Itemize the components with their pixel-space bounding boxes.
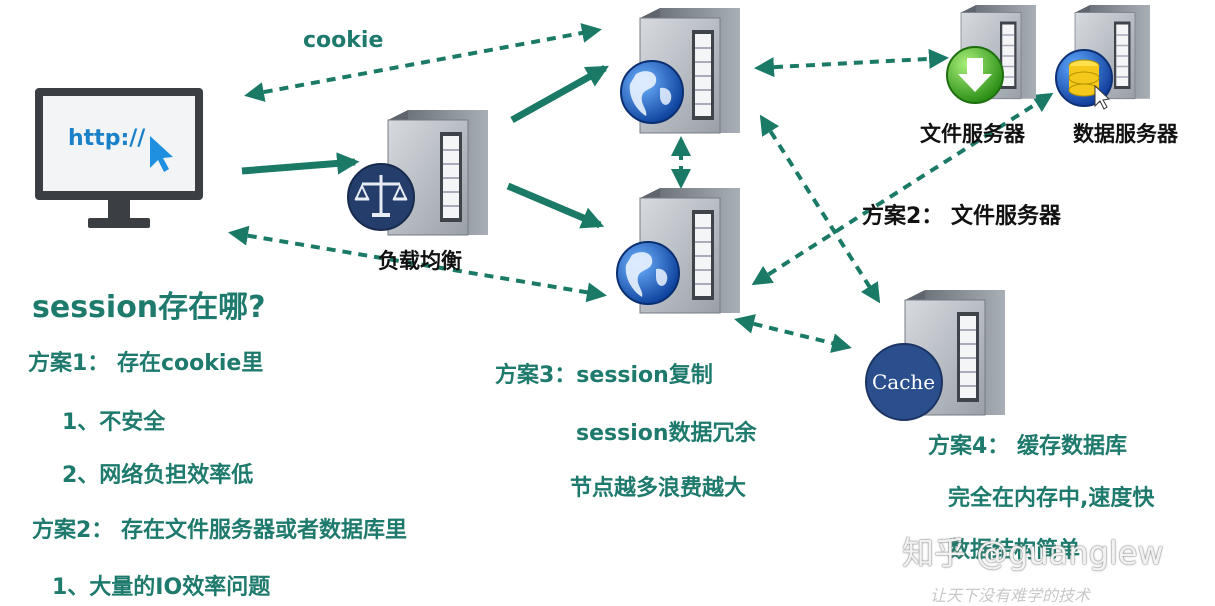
http-label: http:// xyxy=(68,126,146,151)
course-credit: 让天下没有难学的技术 xyxy=(930,586,1091,605)
lb-to-server2-arrow xyxy=(506,182,605,229)
globe-icon xyxy=(620,60,684,124)
database-icon xyxy=(1055,49,1113,110)
scheme3-line1: session数据冗余 xyxy=(576,421,757,446)
scheme4-line2: 数据结构简单 xyxy=(948,538,1081,563)
scheme2-item1: 1、大量的IO效率问题 xyxy=(52,575,271,600)
session-question: session存在哪? xyxy=(32,290,266,325)
scheme1-item2: 2、网络负担效率低 xyxy=(62,463,254,488)
scheme1-item1: 1、不安全 xyxy=(62,410,166,435)
scheme3-title: 方案3：session复制 xyxy=(495,363,713,388)
cache-icon xyxy=(865,343,943,421)
scheme2-title: 方案2： 存在文件服务器或者数据库里 xyxy=(32,518,407,543)
cache-label: Cache xyxy=(872,370,936,394)
lb-to-server1-arrow xyxy=(510,64,609,124)
globe-icon xyxy=(616,241,680,305)
scheme4-line1: 完全在内存中,速度快 xyxy=(948,486,1155,511)
download-icon xyxy=(946,46,1004,104)
scales-icon xyxy=(347,163,415,231)
monitor-icon xyxy=(35,88,203,228)
server1-fileserver-arrow xyxy=(754,48,949,78)
server2-cache-arrow xyxy=(734,314,852,353)
cookie-arrow xyxy=(244,23,602,102)
scheme1-title: 方案1： 存在cookie里 xyxy=(28,351,264,376)
browser-to-lb-arrow xyxy=(241,152,360,175)
scheme3-line2: 节点越多浪费越大 xyxy=(570,476,747,501)
scheme4-title: 方案4： 缓存数据库 xyxy=(928,434,1127,459)
cookie-label: cookie xyxy=(303,28,384,53)
scheme2-server-label: 方案2： 文件服务器 xyxy=(862,204,1061,229)
data-server-label: 数据服务器 xyxy=(1073,122,1178,146)
cursor-icon xyxy=(150,136,173,172)
server1-cache-arrow xyxy=(759,114,881,304)
file-server-label: 文件服务器 xyxy=(920,122,1025,146)
load-balancer-label: 负载均衡 xyxy=(378,249,462,273)
server2-dataserver-arrow xyxy=(751,92,1054,286)
watermark: 知乎 @guanglew xyxy=(902,534,1164,572)
